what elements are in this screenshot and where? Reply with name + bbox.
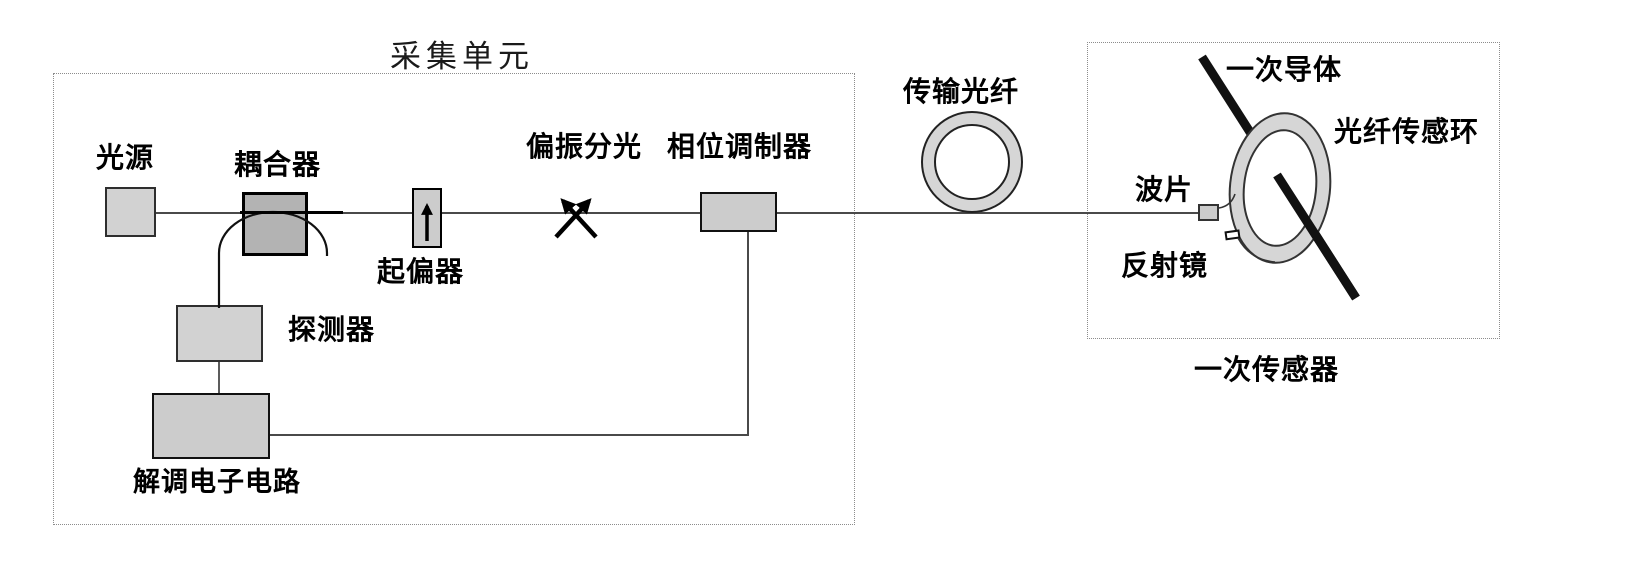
transmission-fiber-ring — [921, 111, 1023, 213]
wave-plate-box — [1198, 204, 1219, 221]
label-fiber-sensing-ring: 光纤传感环 — [1334, 116, 1480, 147]
label-transmission-fiber: 传输光纤 — [903, 76, 1020, 107]
label-demodulation-circuit: 解调电子电路 — [133, 467, 301, 497]
label-detector: 探测器 — [288, 314, 376, 345]
demodulation-circuit-box — [152, 393, 270, 459]
coupler-box — [242, 192, 308, 256]
acquisition-unit-frame — [53, 73, 855, 525]
label-polarization-splitter: 偏振分光 — [526, 131, 643, 162]
primary-sensor-frame — [1087, 42, 1500, 339]
detector-box — [176, 305, 263, 362]
polarizer-box — [412, 188, 442, 248]
label-coupler: 耦合器 — [234, 149, 322, 180]
label-light-source: 光源 — [96, 142, 155, 173]
label-reflector: 反射镜 — [1121, 250, 1209, 281]
label-primary-sensor: 一次传感器 — [1194, 354, 1340, 385]
label-primary-conductor: 一次导体 — [1226, 54, 1343, 85]
label-wave-plate: 波片 — [1135, 174, 1194, 205]
label-phase-modulator: 相位调制器 — [667, 131, 813, 162]
phase-modulator-box — [700, 192, 777, 232]
label-polarizer: 起偏器 — [377, 256, 465, 287]
label-acquisition-unit: 采集单元 — [390, 39, 534, 74]
light-source-box — [105, 187, 156, 237]
